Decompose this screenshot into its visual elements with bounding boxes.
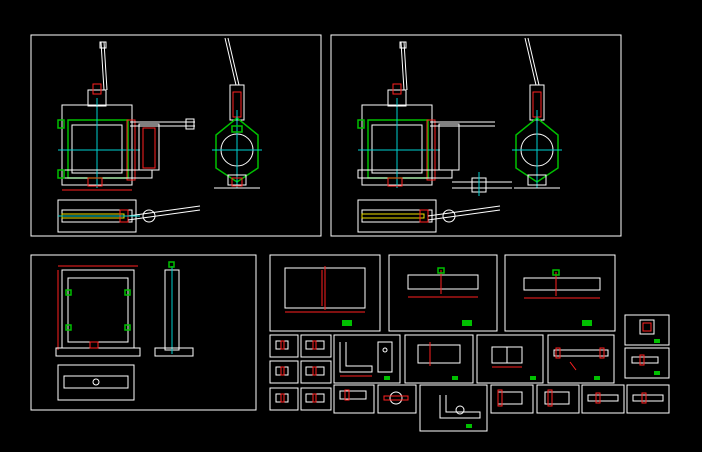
front-view (357, 41, 512, 196)
sheet-assembly-left (30, 34, 322, 237)
top-view (57, 199, 201, 233)
side-view (212, 37, 262, 189)
sheet-part-block (404, 334, 474, 384)
sheet-assembly-right (330, 34, 622, 237)
sheet-bottom-row (333, 384, 670, 432)
sheet-bracket (333, 334, 401, 384)
small-part-grid (269, 334, 332, 411)
sheet-part-rod (547, 334, 615, 384)
sheet-frame (30, 254, 257, 411)
sheet-small-part-a (624, 314, 670, 346)
sheet-small-part-b (624, 347, 670, 379)
front-view (57, 41, 195, 191)
sheet-part-plate (269, 254, 381, 332)
sheet-frame (30, 34, 322, 237)
sheet-part-bar-1 (388, 254, 498, 332)
top-view (357, 199, 501, 233)
side-view (512, 37, 562, 189)
sheet-part-bar-2 (504, 254, 616, 332)
sheet-frame-detail (30, 254, 257, 411)
sheet-frame (330, 34, 622, 237)
sheet-part-square (476, 334, 544, 384)
